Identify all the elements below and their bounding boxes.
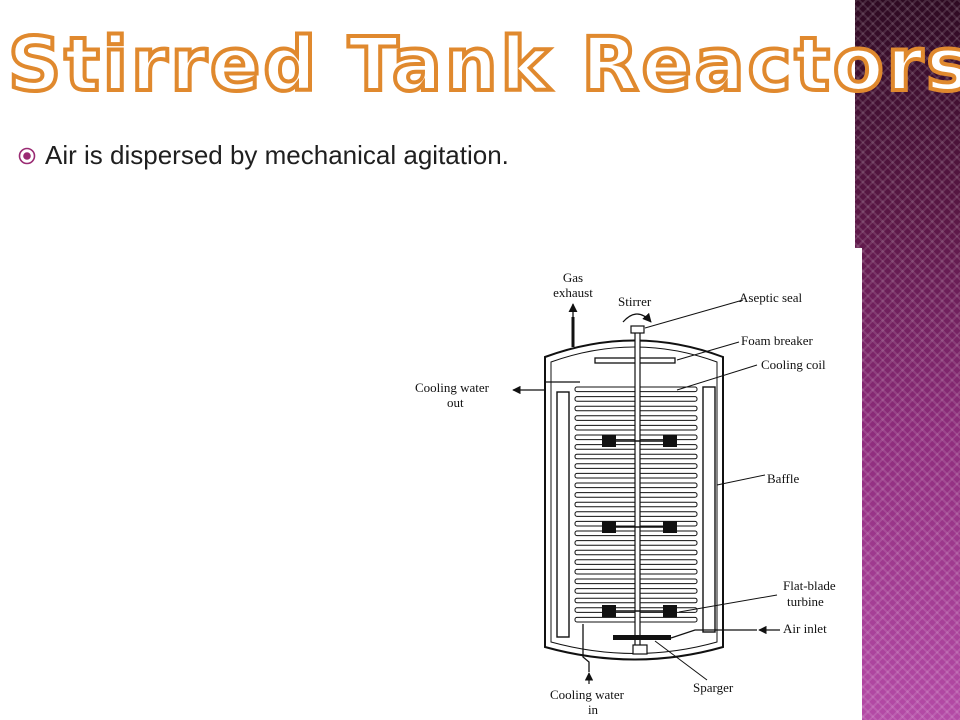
air-inlet-pipe	[670, 629, 757, 639]
turbine-leader	[678, 594, 778, 613]
vessel-inner-wall	[550, 346, 718, 654]
label-cooling-water-out-2: out	[447, 395, 464, 410]
bullet-item: Air is dispersed by mechanical agitation…	[18, 140, 509, 171]
stirrer-shaft	[634, 327, 641, 654]
aseptic-seal-leader	[644, 299, 744, 329]
slide-title: Stirred Tank Reactors	[6, 22, 960, 108]
label-flat-blade-turbine: Flat-blade	[783, 578, 836, 593]
decorative-side-panel	[855, 0, 960, 720]
label-air-inlet: Air inlet	[783, 621, 827, 636]
baffle-left	[556, 391, 570, 638]
sparger	[613, 635, 671, 640]
sparger-leader	[654, 640, 708, 681]
label-cooling-coil: Cooling coil	[761, 357, 826, 372]
turbine-middle	[602, 521, 677, 533]
label-flat-blade-turbine-2: turbine	[787, 594, 824, 609]
bottom-bearing	[632, 644, 648, 655]
label-aseptic-seal: Aseptic seal	[739, 290, 803, 305]
label-gas-exhaust-2: exhaust	[553, 285, 593, 300]
circle-bullet-icon	[18, 147, 36, 164]
stirred-tank-diagram: Gas exhaust Stirrer Aseptic seal Foam br…	[415, 270, 836, 717]
label-cooling-water-in: Cooling water	[550, 687, 625, 702]
vessel-outline	[544, 339, 724, 661]
label-baffle: Baffle	[767, 471, 799, 486]
label-gas-exhaust: Gas	[563, 270, 583, 285]
bullet-text: Air is dispersed by mechanical agitation…	[45, 140, 509, 170]
turbine-upper	[602, 435, 677, 447]
baffle-right	[702, 386, 716, 633]
label-cooling-water-in-2: in	[588, 702, 599, 717]
stirrer-rotation-arrow	[622, 312, 652, 323]
foam-breaker-leader	[676, 341, 740, 361]
label-stirrer: Stirrer	[618, 294, 652, 309]
cooling-water-out-pipe	[538, 381, 580, 391]
turbine-lower	[602, 605, 677, 617]
label-cooling-water-out: Cooling water	[415, 380, 490, 395]
coil-inlet-pipe	[582, 624, 590, 672]
baffle-leader	[716, 474, 766, 486]
label-sparger: Sparger	[693, 680, 734, 695]
cooling-coil-leader	[676, 364, 758, 391]
aseptic-seal	[630, 325, 645, 334]
label-foam-breaker: Foam breaker	[741, 333, 814, 348]
panel-notch	[855, 248, 862, 720]
